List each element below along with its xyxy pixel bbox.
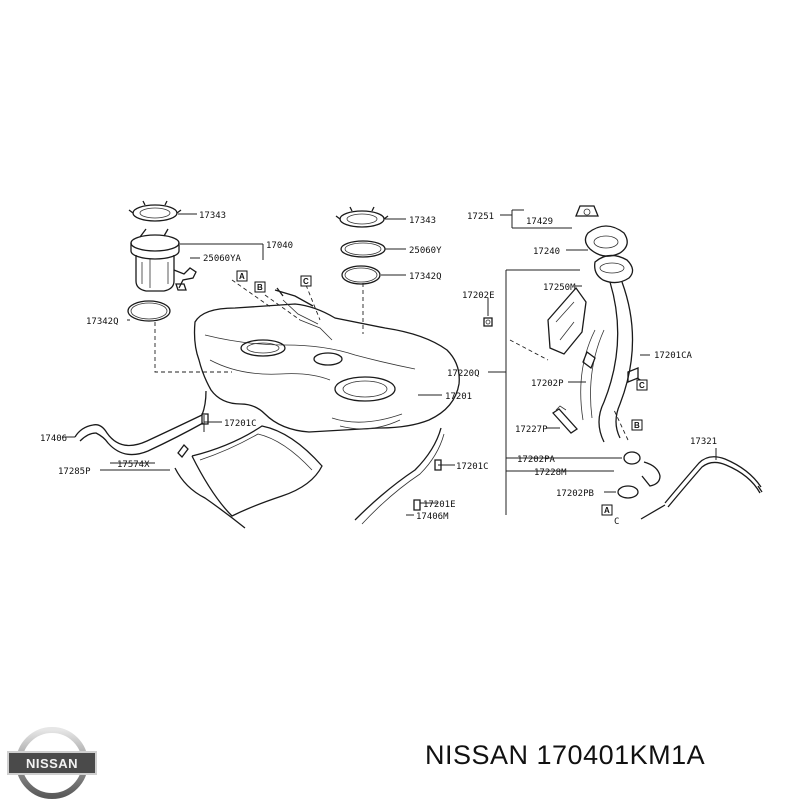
callout-25060y: 25060Y bbox=[409, 246, 442, 256]
fasteners bbox=[177, 413, 442, 511]
callout-17574x: 17574X bbox=[117, 460, 150, 470]
vent-tube-left bbox=[74, 390, 207, 456]
callout-25060ya: 25060YA bbox=[203, 254, 242, 264]
ref-box-b: B bbox=[257, 283, 263, 292]
callout-17285p: 17285P bbox=[58, 467, 91, 477]
ref-box-a: A bbox=[239, 272, 245, 281]
leader-lines bbox=[62, 209, 717, 516]
callout-17342q-left: 17342Q bbox=[86, 317, 119, 327]
ref-box-a-right: A bbox=[604, 506, 610, 515]
callout-17343-left: 17343 bbox=[199, 211, 226, 221]
callout-17040: 17040 bbox=[266, 241, 293, 251]
logo-wordmark: NISSAN bbox=[26, 756, 78, 771]
reference-boxes: A B C C B A C bbox=[236, 270, 648, 527]
callout-17202pa: 17202PA bbox=[517, 455, 556, 465]
callout-17201: 17201 bbox=[445, 392, 472, 402]
breather-tube-17321 bbox=[640, 456, 763, 520]
callout-17201c-left: 17201C bbox=[224, 419, 257, 429]
fuel-tank bbox=[193, 287, 460, 433]
callout-17202p: 17202P bbox=[531, 379, 564, 389]
callout-17406: 17406 bbox=[40, 434, 67, 444]
callout-17343-center: 17343 bbox=[409, 216, 436, 226]
callout-17201c-right: 17201C bbox=[456, 462, 489, 472]
callout-17227p: 17227P bbox=[515, 425, 548, 435]
callout-17240: 17240 bbox=[533, 247, 560, 257]
callout-17201e: 17201E bbox=[423, 500, 456, 510]
ref-box-c-right: C bbox=[639, 381, 645, 390]
tank-straps bbox=[174, 425, 445, 529]
callout-17202e: 17202E bbox=[462, 291, 495, 301]
part-number-title: NISSAN 170401KM1A bbox=[425, 740, 706, 770]
center-seal-rings bbox=[335, 206, 389, 285]
callout-17201ca: 17201CA bbox=[654, 351, 693, 361]
fuel-pump-assembly-left bbox=[127, 200, 197, 322]
ref-box-c: C bbox=[303, 277, 309, 286]
callout-17321: 17321 bbox=[690, 437, 717, 447]
callout-17251: 17251 bbox=[467, 212, 494, 222]
callout-17250m: 17250M bbox=[543, 283, 576, 293]
callout-17342q-center: 17342Q bbox=[409, 272, 442, 282]
callout-17202pb: 17202PB bbox=[556, 489, 594, 499]
callout-17406m: 17406M bbox=[416, 512, 449, 522]
nissan-logo: NISSAN bbox=[7, 727, 97, 799]
callout-17228m: 17228M bbox=[534, 468, 567, 478]
filler-neck-assembly bbox=[483, 205, 661, 499]
callout-17429: 17429 bbox=[526, 217, 553, 227]
callout-17220q: 17220Q bbox=[447, 369, 480, 379]
ref-box-b-right: B bbox=[634, 421, 640, 430]
ref-label-c-bottom: C bbox=[614, 517, 619, 527]
callout-labels: 17343 17040 25060YA 17342Q 17343 25060Y … bbox=[40, 211, 717, 522]
